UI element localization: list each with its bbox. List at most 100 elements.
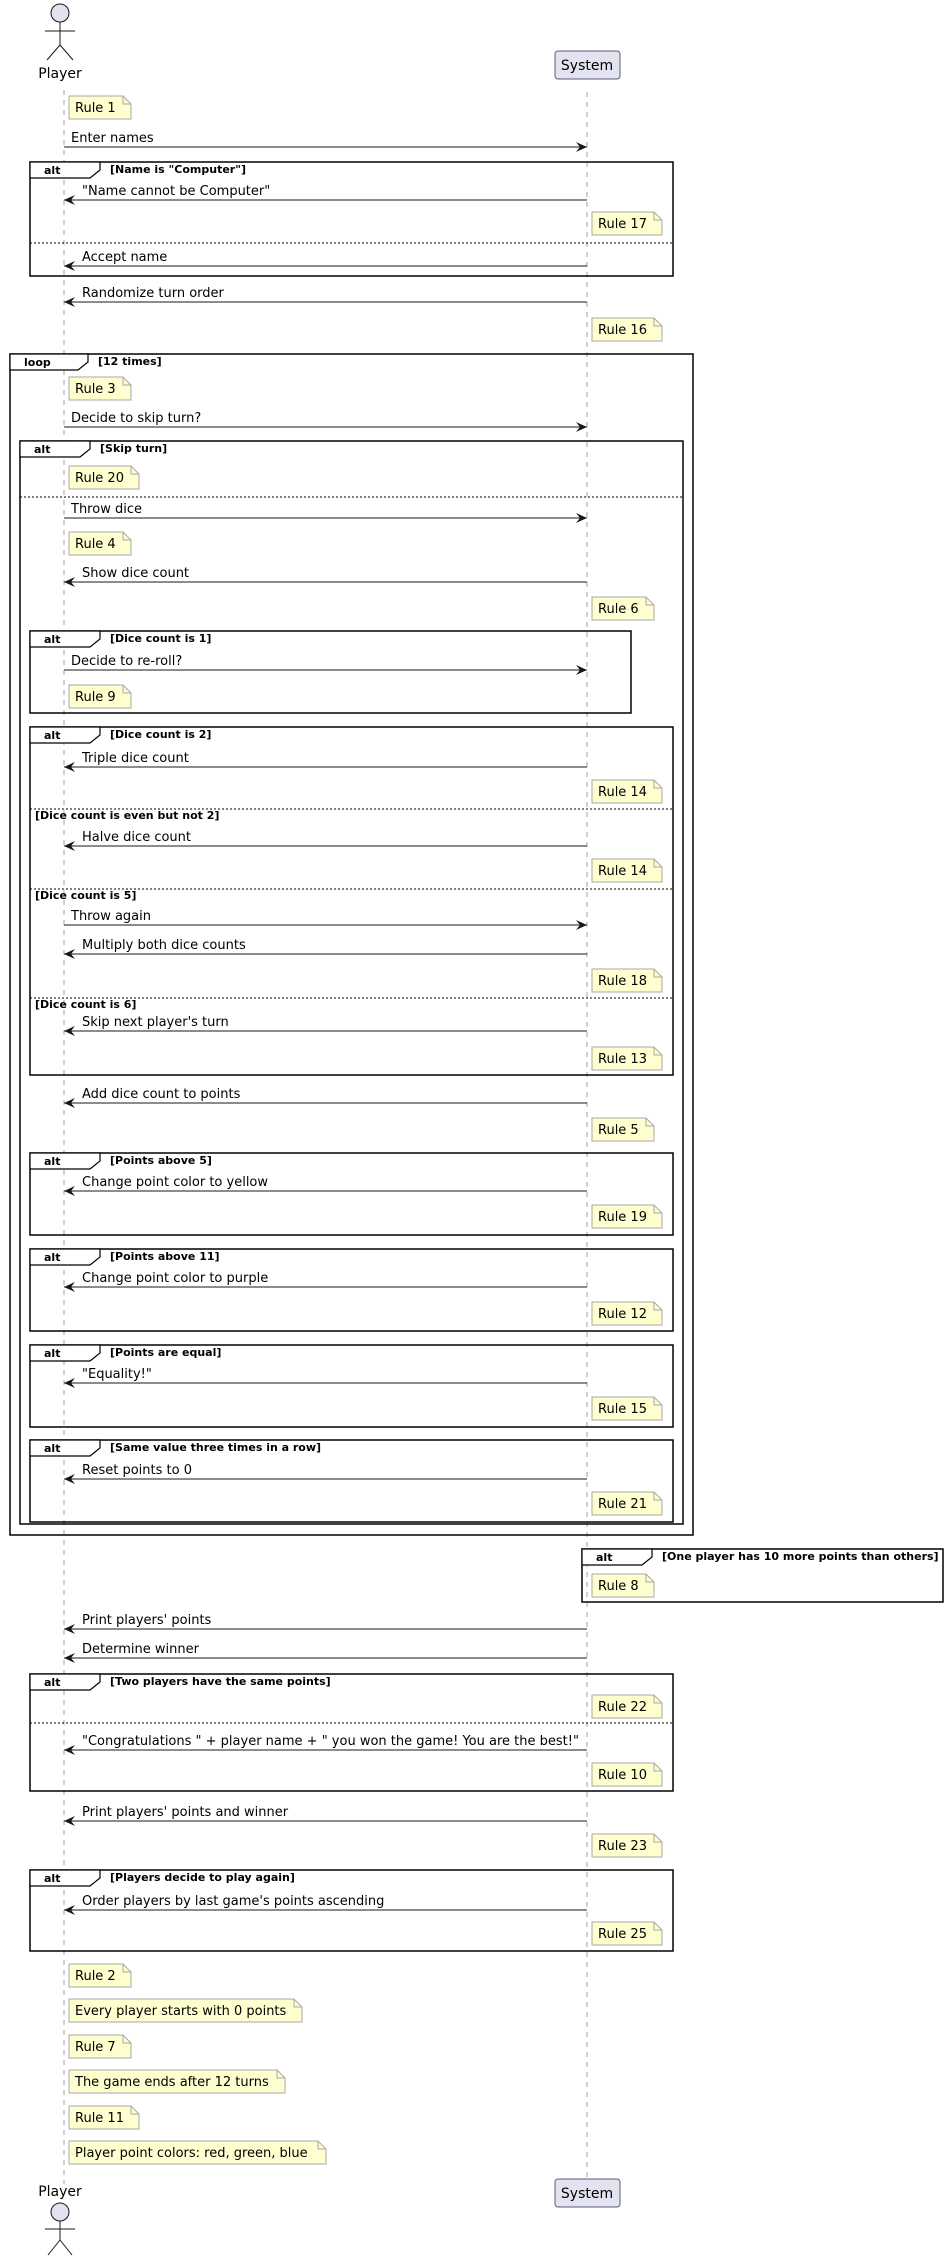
frame-play-again-kind-label: alt (44, 1872, 60, 1885)
note-rule9: Rule 9 (68, 684, 132, 709)
message-throw-dice: Throw dice (64, 502, 587, 523)
frame-skip-turn-guard: [Skip turn] (100, 442, 167, 455)
note-rule1: Rule 1 (68, 95, 132, 120)
message-label: Enter names (71, 131, 154, 146)
message-label: Decide to skip turn? (71, 411, 201, 426)
message-label: Decide to re-roll? (71, 654, 182, 669)
note-colors: Player point colors: red, green, blue (68, 2140, 327, 2165)
message-label: Change point color to yellow (82, 1175, 268, 1190)
frame-name-computer-kind-label: alt (44, 164, 60, 177)
note-rule21: Rule 21 (591, 1491, 663, 1516)
note-text: Rule 25 (598, 1927, 647, 1942)
note-ends12: The game ends after 12 turns (68, 2069, 286, 2094)
message-enter-names: Enter names (64, 131, 587, 152)
frame-dice-1: alt[Dice count is 1] (29, 630, 632, 714)
message-label: Triple dice count (81, 751, 189, 766)
frame-loop-12-kind-label: loop (24, 356, 51, 369)
message-label: Reset points to 0 (82, 1463, 192, 1478)
system-participant-top: System (554, 50, 621, 80)
note-rule22: Rule 22 (591, 1694, 663, 1719)
message-congrats: "Congratulations " + player name + " you… (64, 1734, 587, 1755)
note-rule3: Rule 3 (68, 376, 132, 401)
note-rule20: Rule 20 (68, 465, 140, 490)
note-rule8: Rule 8 (591, 1573, 655, 1598)
note-text: Rule 22 (598, 1700, 647, 1715)
frame-skip-turn-kind-label: alt (34, 443, 50, 456)
frame-play-again: alt [Players decide to play again] (29, 1869, 674, 1952)
frame-points-equal-guard: [Points are equal] (110, 1346, 221, 1359)
frame-dice-2-guard-4: [Dice count is 6] (35, 998, 136, 1011)
frame-ten-more-kind-label: alt (596, 1551, 612, 1564)
message-label: Accept name (82, 250, 167, 265)
note-rule4: Rule 4 (68, 531, 132, 556)
frame-dice-2-guard: [Dice count is 2] (110, 728, 211, 741)
frame-points-11-kind-label: alt (44, 1251, 60, 1264)
note-text: Rule 6 (598, 602, 639, 617)
note-text: Rule 7 (75, 2040, 116, 2055)
frame-loop-12: loop[12 times] (9, 353, 694, 1536)
message-add-points: Add dice count to points (64, 1087, 587, 1108)
message-label: Show dice count (82, 566, 189, 581)
message-multiply: Multiply both dice counts (64, 938, 587, 959)
message-label: Change point color to purple (82, 1271, 268, 1286)
note-rule10: Rule 10 (591, 1762, 663, 1787)
note-text: Rule 13 (598, 1052, 647, 1067)
note-text: Rule 23 (598, 1839, 647, 1854)
message-randomize: Randomize turn order (64, 286, 587, 307)
note-text: Rule 17 (598, 217, 647, 232)
player-actor-top: Player (38, 3, 82, 82)
message-skip-turn-q: Decide to skip turn? (64, 411, 587, 432)
note-text: The game ends after 12 turns (74, 2075, 269, 2090)
note-text: Rule 5 (598, 1123, 639, 1138)
note-text: Rule 12 (598, 1307, 647, 1322)
frame-three-row-kind-label: alt (44, 1442, 60, 1455)
message-label: "Equality!" (82, 1367, 152, 1382)
message-label: "Name cannot be Computer" (82, 184, 270, 199)
message-accept-name: Accept name (64, 250, 587, 271)
note-text: Player point colors: red, green, blue (75, 2146, 308, 2161)
message-label: Skip next player's turn (82, 1015, 229, 1030)
note-text: Rule 19 (598, 1210, 647, 1225)
message-purple: Change point color to purple (64, 1271, 587, 1292)
note-rule25: Rule 25 (591, 1921, 663, 1946)
message-reset: Reset points to 0 (64, 1463, 587, 1484)
frame-two-same-guard: [Two players have the same points] (110, 1675, 331, 1688)
frame-dice-2-guard-2: [Dice count is even but not 2] (35, 809, 219, 822)
message-determine: Determine winner (64, 1642, 587, 1663)
note-rule7: Rule 7 (68, 2034, 132, 2059)
note-text: Rule 11 (75, 2111, 124, 2126)
note-rule12: Rule 12 (591, 1301, 663, 1326)
message-equality: "Equality!" (64, 1367, 587, 1388)
note-rule18: Rule 18 (591, 968, 663, 993)
message-triple: Triple dice count (64, 751, 587, 772)
note-rule23: Rule 23 (591, 1833, 663, 1858)
frame-dice-2-guard-3: [Dice count is 5] (35, 889, 136, 902)
note-rule5: Rule 5 (591, 1117, 655, 1142)
frame-play-again-guard: [Players decide to play again] (110, 1871, 295, 1884)
frame-dice-2-kind-label: alt (44, 729, 60, 742)
note-rule14b: Rule 14 (591, 858, 663, 883)
note-text: Rule 8 (598, 1579, 639, 1594)
note-rule2: Rule 2 (68, 1963, 132, 1988)
frame-three-row: alt[Same value three times in a row] (29, 1439, 674, 1523)
frame-points-equal-kind-label: alt (44, 1347, 60, 1360)
note-text: Rule 2 (75, 1969, 116, 1984)
note-rule13: Rule 13 (591, 1046, 663, 1071)
note-rule14a: Rule 14 (591, 779, 663, 804)
message-print-points: Print players' points (64, 1613, 587, 1634)
message-throw-again: Throw again (64, 909, 587, 930)
note-text: Rule 4 (75, 537, 116, 552)
frame-points-5-kind-label: alt (44, 1155, 60, 1168)
frame-points-equal: alt [Points are equal] (29, 1344, 674, 1428)
frame-skip-turn: alt [Skip turn] (19, 440, 684, 1525)
frame-two-same: alt[Two players have the same points] (29, 1673, 674, 1792)
note-rule16: Rule 16 (591, 317, 663, 342)
message-label: Halve dice count (82, 830, 191, 845)
message-skip-next: Skip next player's turn (64, 1015, 587, 1036)
frame-dice-1-guard: [Dice count is 1] (110, 632, 211, 645)
message-label: Order players by last game's points asce… (82, 1894, 384, 1909)
system-participant-bottom: System (554, 2178, 621, 2208)
message-show-dice: Show dice count (64, 566, 587, 587)
message-label: Multiply both dice counts (82, 938, 246, 953)
